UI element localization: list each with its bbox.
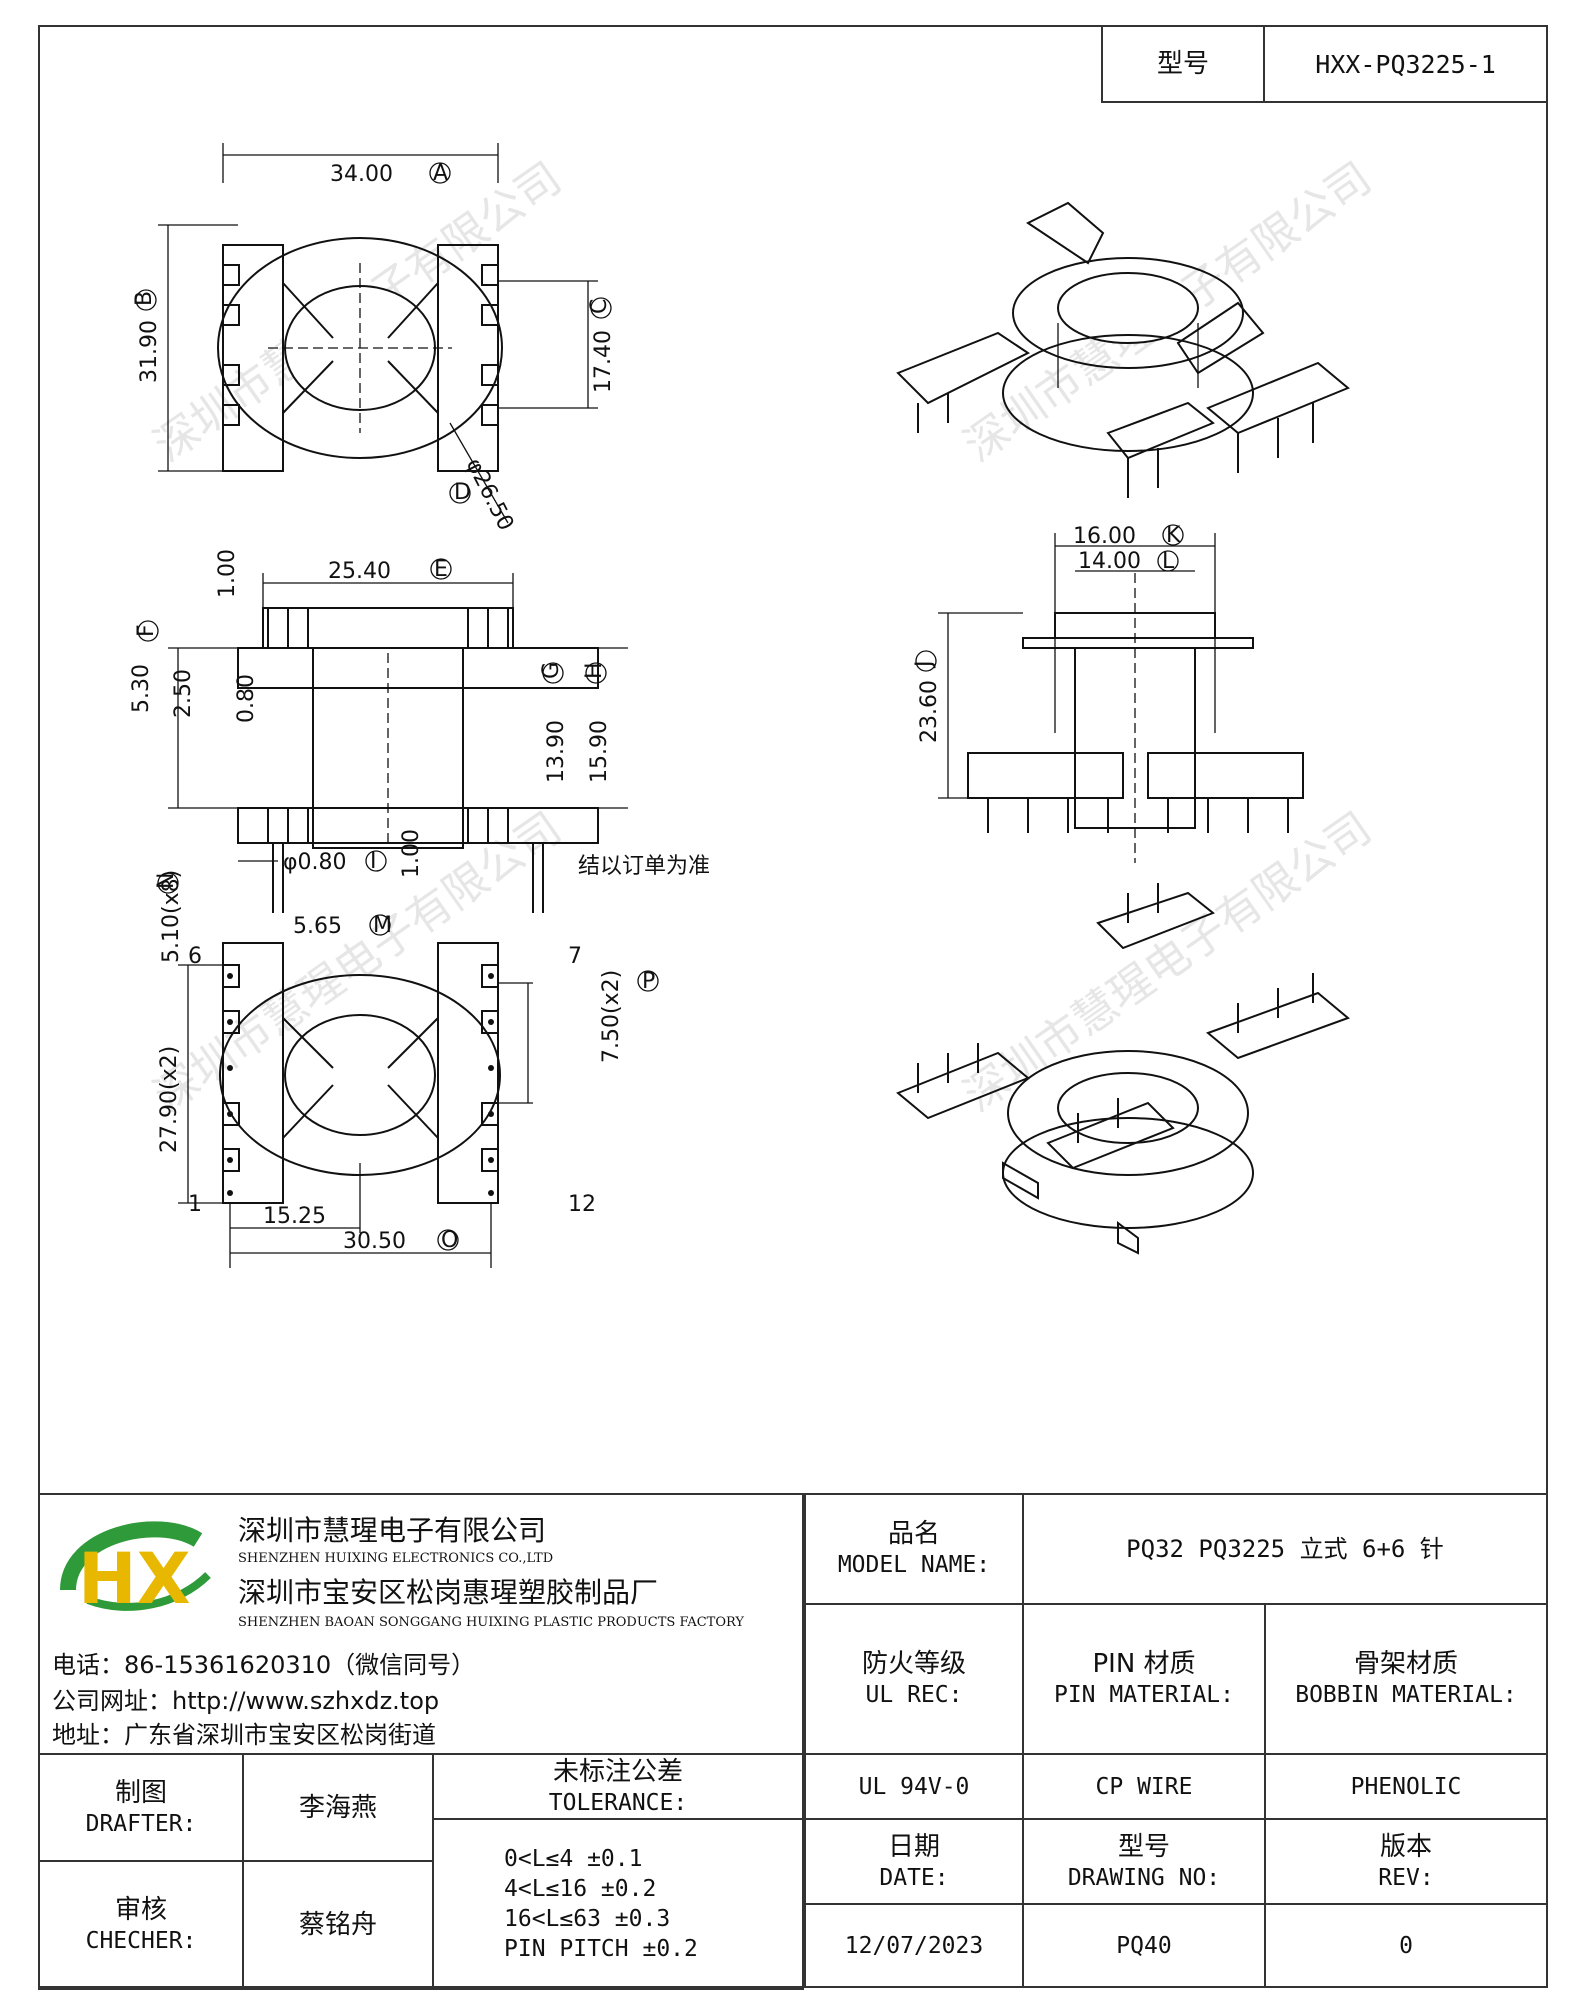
dim-h: 15.90 bbox=[587, 720, 612, 783]
company-block: HX 深圳市慧瑆电子有限公司 SHENZHEN HUIXING ELECTRON… bbox=[38, 1493, 804, 1753]
dim-k: 16.00 bbox=[1073, 524, 1136, 549]
logo-swoosh-icon bbox=[60, 1521, 203, 1591]
circle-letter-a: A bbox=[433, 161, 448, 186]
company-phone: 电话：86-15361620310（微信同号） bbox=[52, 1651, 476, 1679]
company-logo: HX bbox=[60, 1521, 211, 1620]
signature-table: 制图 DRAFTER: 李海燕 未标注公差 TOLERANCE: 0<L≤4 ±… bbox=[38, 1753, 804, 1990]
date-label: 日期 DATE: bbox=[804, 1818, 1024, 1905]
ul-value: UL 94V-0 bbox=[804, 1753, 1024, 1820]
bobbin-material-label: 骨架材质 BOBBIN MATERIAL: bbox=[1264, 1603, 1548, 1755]
factory-name-en: SHENZHEN BAOAN SONGGANG HUIXING PLASTIC … bbox=[238, 1615, 744, 1630]
circle-letter-f: F bbox=[134, 624, 159, 637]
dim-250: 2.50 bbox=[171, 669, 196, 718]
model-name-value: PQ32 PQ3225 立式 6+6 针 bbox=[1022, 1493, 1548, 1605]
dim-m: 5.65 bbox=[293, 914, 342, 939]
circle-letter-d: D bbox=[454, 480, 471, 505]
factory-name-cn: 深圳市宝安区松岗惠瑆塑胶制品厂 bbox=[238, 1576, 659, 1609]
logo-text: HX bbox=[78, 1538, 191, 1620]
company-address: 地址：广东省深圳市宝安区松岗街道 bbox=[52, 1721, 436, 1749]
model-label: 型号 bbox=[1101, 25, 1265, 103]
dim-e: 25.40 bbox=[328, 559, 391, 584]
circle-letter-l: L bbox=[1162, 549, 1175, 574]
isometric-view-top bbox=[896, 201, 1350, 498]
circle-letter-i: I bbox=[370, 849, 377, 874]
dim-a: 34.00 bbox=[330, 162, 393, 187]
isometric-view-bottom bbox=[896, 883, 1350, 1255]
bobbin-material-value: PHENOLIC bbox=[1264, 1753, 1548, 1820]
pin-label-6: 6 bbox=[188, 944, 202, 969]
front-view: 25.40 E 1.00 5.30 F 2.50 0.80 13.90 G 15… bbox=[129, 549, 710, 913]
tolerance-values: 0<L≤4 ±0.1 4<L≤16 ±0.2 16<L≤63 ±0.3 PIN … bbox=[432, 1818, 804, 1990]
watermark: 深圳市慧瑆电子有限公司 bbox=[955, 803, 1381, 1122]
pin-material-label: PIN 材质 PIN MATERIAL: bbox=[1022, 1603, 1266, 1755]
dim-l: 14.00 bbox=[1078, 549, 1141, 574]
company-name-cn: 深圳市慧瑆电子有限公司 bbox=[238, 1514, 547, 1547]
date-value: 12/07/2023 bbox=[804, 1903, 1024, 1988]
drawing-no-value: PQ40 bbox=[1022, 1903, 1266, 1988]
dim-q: 27.90(x2) bbox=[157, 1046, 182, 1153]
checker-label: 审核 CHECHER: bbox=[38, 1860, 244, 1990]
side-view: 16.00 K 14.00 L 23.60 J bbox=[912, 523, 1304, 863]
dim-c: 17.40 bbox=[591, 330, 616, 393]
circle-letter-p: P bbox=[642, 969, 655, 994]
circle-letter-n: N bbox=[154, 873, 179, 889]
dim-p: 7.50(x2) bbox=[599, 970, 624, 1063]
drafter-name: 李海燕 bbox=[242, 1753, 434, 1862]
pin-label-12: 12 bbox=[568, 1192, 596, 1217]
circle-letter-e: E bbox=[434, 557, 448, 582]
tolerance-label: 未标注公差 TOLERANCE: bbox=[432, 1753, 804, 1820]
dim-100b: 1.00 bbox=[399, 829, 424, 878]
pin-label-7: 7 bbox=[568, 944, 582, 969]
drawing-no-label: 型号 DRAWING NO: bbox=[1022, 1818, 1266, 1905]
drafter-label: 制图 DRAFTER: bbox=[38, 1753, 244, 1862]
dim-f: 5.30 bbox=[129, 664, 154, 713]
circle-letter-g: G bbox=[539, 662, 564, 679]
pin-material-value: CP WIRE bbox=[1022, 1753, 1266, 1820]
circle-letter-j: J bbox=[912, 661, 937, 670]
circle-letter-m: M bbox=[373, 913, 392, 938]
circle-letter-c: C bbox=[587, 299, 612, 314]
dim-n: 5.10(x8) bbox=[159, 870, 184, 963]
dim-1525: 15.25 bbox=[263, 1204, 326, 1229]
checker-name: 蔡铭舟 bbox=[242, 1860, 434, 1990]
info-table: 品名 MODEL NAME: PQ32 PQ3225 立式 6+6 针 防火等级… bbox=[804, 1493, 1548, 1988]
model-name-label: 品名 MODEL NAME: bbox=[804, 1493, 1024, 1605]
rev-value: 0 bbox=[1264, 1903, 1548, 1988]
ul-rec-label: 防火等级 UL REC: bbox=[804, 1603, 1024, 1755]
circle-letter-k: K bbox=[1166, 523, 1181, 548]
company-website: 公司网址：http://www.szhxdz.top bbox=[52, 1687, 440, 1715]
model-header: 型号 HXX-PQ3225-1 bbox=[1101, 25, 1548, 103]
circle-letter-b: B bbox=[132, 291, 157, 306]
bottom-view: 5.10(x8) N 5.65 M 6 7 7.50(x2) P 27.90(x… bbox=[154, 870, 659, 1268]
dim-o: 30.50 bbox=[343, 1229, 406, 1254]
dim-i: φ0.80 bbox=[283, 850, 347, 875]
circle-letter-o: O bbox=[441, 1228, 458, 1253]
dim-b: 31.90 bbox=[137, 320, 162, 383]
pin-label-1: 1 bbox=[188, 1192, 202, 1217]
dim-080: 0.80 bbox=[234, 674, 259, 723]
circle-letter-h: H bbox=[582, 662, 607, 679]
note-text: 结以订单为准 bbox=[578, 854, 710, 879]
dim-100a: 1.00 bbox=[215, 549, 240, 598]
dim-j: 23.60 bbox=[917, 680, 942, 743]
model-value: HXX-PQ3225-1 bbox=[1263, 25, 1548, 103]
technical-drawing: 深圳市慧瑆电子有限公司 深圳市慧瑆电子有限公司 深圳市慧瑆电子有限公司 深圳市慧… bbox=[129, 143, 1381, 1268]
company-name-en: SHENZHEN HUIXING ELECTRONICS CO.,LTD bbox=[238, 1551, 554, 1566]
rev-label: 版本 REV: bbox=[1264, 1818, 1548, 1905]
dim-g: 13.90 bbox=[544, 720, 569, 783]
